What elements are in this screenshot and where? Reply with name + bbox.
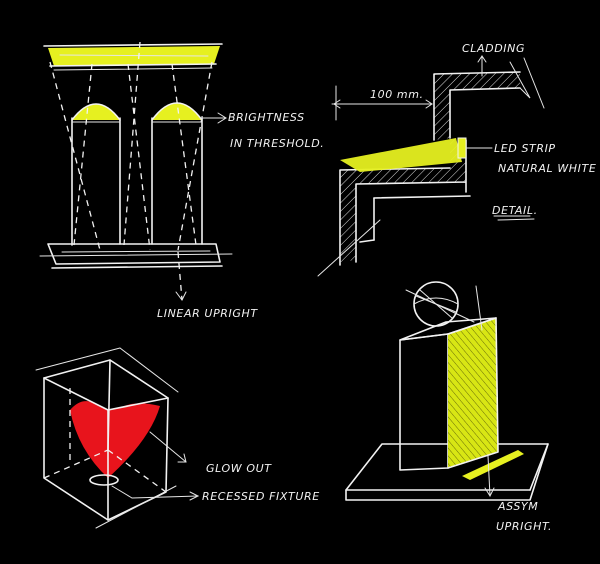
brightness-label-line1: BRIGHTNESS bbox=[228, 111, 305, 124]
dimension-label: 100 mm. bbox=[370, 88, 424, 101]
led-strip-label-line1: LED STRIP bbox=[494, 142, 556, 155]
brightness-label-line2: IN THRESHOLD. bbox=[230, 137, 324, 150]
recessed-fixture-sketch bbox=[35, 347, 200, 529]
glow-out-label: GLOW OUT bbox=[206, 462, 272, 475]
led-light-wash bbox=[340, 138, 462, 172]
linear-upright-sketch bbox=[39, 41, 233, 301]
assym-label-line1: ASSYM bbox=[497, 500, 538, 513]
pedestal-side-light bbox=[448, 318, 498, 468]
led-strip-label-line2: NATURAL WHITE bbox=[498, 162, 596, 175]
base-linear-light bbox=[462, 450, 524, 480]
led-strip-fixture bbox=[457, 137, 467, 159]
linear-upright-label: LINEAR UPRIGHT bbox=[157, 307, 258, 320]
cladding-label: CLADDING bbox=[462, 42, 525, 55]
recessed-fixture-label: RECESSED FIXTURE bbox=[202, 490, 320, 503]
detail-section-sketch bbox=[317, 55, 545, 277]
detail-label: DETAIL. bbox=[492, 204, 538, 217]
assym-label-line2: UPRIGHT. bbox=[496, 520, 552, 533]
red-glow bbox=[70, 401, 160, 478]
asymmetric-upright-sketch bbox=[345, 281, 549, 501]
